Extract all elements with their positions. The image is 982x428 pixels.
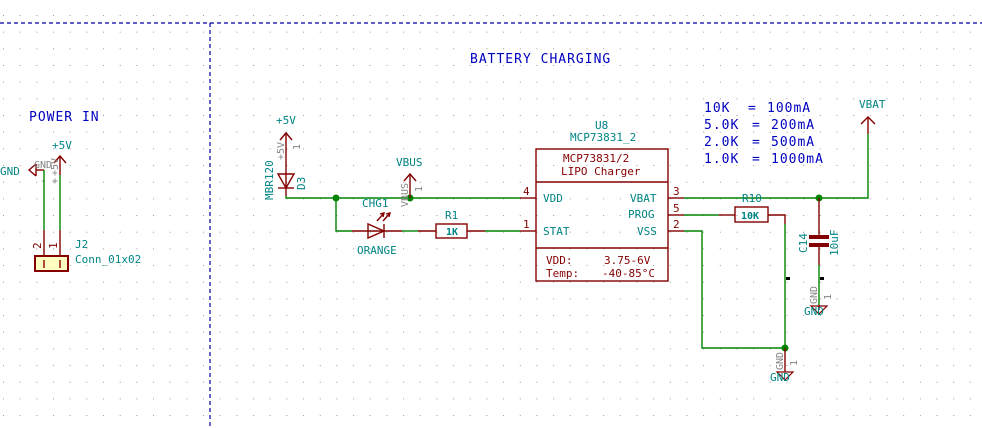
r10-resistor[interactable]: 10K R10	[719, 192, 786, 224]
charging-plus5v-pin: 1	[292, 144, 303, 150]
u8-pin-vss-num: 2	[673, 218, 680, 231]
chg1-ref: CHG1	[362, 197, 389, 210]
u8-title1: MCP73831/2	[563, 152, 629, 165]
plus5v-ref: +5V	[50, 158, 61, 176]
gnd-symbol-c14[interactable]: GND GND 1	[804, 286, 834, 318]
d3-value: MBR120	[263, 160, 276, 200]
r1-resistor[interactable]: 1K R1	[418, 209, 485, 239]
prog-row-res: 1.0K	[704, 152, 739, 167]
u8-ref: U8	[595, 119, 608, 132]
charging-plus5v-symbol[interactable]: +5V +5V 1	[276, 114, 303, 165]
gnd-ref: GND	[34, 160, 52, 171]
prog-row-res: 2.0K	[704, 135, 739, 150]
u8-spec-temp-label: Temp:	[546, 267, 579, 280]
gnd-pin-c14: 1	[823, 294, 834, 300]
minus-sign: -	[40, 176, 46, 187]
u8-pin-vdd-num: 4	[523, 185, 530, 198]
u8-title2: LIPO Charger	[561, 165, 641, 178]
prog-row-current: 1000mA	[771, 152, 824, 167]
gnd-label-vss: GND	[770, 371, 790, 384]
vbat-label: VBAT	[859, 98, 886, 111]
vbus-ref: VBUS	[400, 183, 411, 207]
vbus-power-symbol[interactable]: VBUS VBUS 1	[396, 156, 425, 207]
u8-value: MCP73831_2	[570, 131, 636, 144]
gnd-label: GND	[0, 165, 20, 178]
r10-ref: R10	[742, 192, 762, 205]
c14-value: 10uF	[828, 230, 841, 257]
plus-sign: +	[52, 176, 58, 187]
gnd-ref-vss: GND	[775, 352, 786, 370]
chg1-value: ORANGE	[357, 244, 397, 257]
u8-pin-vbat-name: VBAT	[630, 192, 657, 205]
wire-vss	[684, 230, 785, 349]
u8-pin-vdd-name: VDD	[543, 192, 563, 205]
charging-plus5v-ref: +5V	[276, 142, 287, 160]
r1-value: 1K	[446, 227, 458, 238]
j2-value: Conn_01x02	[75, 253, 141, 266]
charging-plus5v-label: +5V	[276, 114, 296, 127]
no-connect-marker-c14	[820, 277, 824, 280]
u8-pin-stat-name: STAT	[543, 225, 570, 238]
prog-row-res: 5.0K	[704, 118, 739, 133]
u8-charger-ic[interactable]: U8 MCP73831_2 MCP73831/2 LIPO Charger 4 …	[520, 119, 684, 282]
u8-pin-stat-num: 1	[523, 218, 530, 231]
no-connect-marker	[786, 277, 790, 280]
u8-pin-prog-num: 5	[673, 202, 680, 215]
vbat-power-symbol[interactable]: VBAT	[859, 98, 886, 134]
u8-pin-prog-name: PROG	[628, 208, 655, 221]
prog-row-eq: =	[752, 118, 761, 133]
prog-row-current: 500mA	[771, 135, 815, 150]
plus5v-label: +5V	[52, 139, 72, 152]
u8-spec-vdd-label: VDD:	[546, 254, 573, 267]
prog-current-table: 10K = 100mA 5.0K = 200mA 2.0K = 500mA 1.…	[704, 101, 824, 167]
prog-row-current: 100mA	[767, 101, 811, 116]
d3-diode[interactable]: MBR120 D3	[263, 160, 308, 200]
section-title-battery-charging: BATTERY CHARGING	[470, 52, 611, 67]
gnd-symbol-vss[interactable]: GND GND 1	[770, 348, 800, 384]
u8-spec-temp-value: -40-85°C	[602, 267, 655, 280]
j2-pin2: 2	[31, 242, 44, 249]
prog-row-current: 200mA	[771, 118, 815, 133]
wire-vdd	[285, 196, 520, 199]
prog-row-res: 10K	[704, 101, 730, 116]
j2-connector[interactable]: 2 1 J2 Conn_01x02	[31, 230, 141, 272]
gnd-label-c14: GND	[804, 305, 824, 318]
r10-value: 10K	[741, 211, 759, 222]
c14-capacitor[interactable]: C14 10uF	[797, 198, 841, 265]
u8-spec-vdd-value: 3.75-6V	[604, 254, 651, 267]
gnd-ref-c14: GND	[809, 286, 820, 304]
c14-ref: C14	[797, 233, 810, 253]
u8-pin-vbat-num: 3	[673, 185, 680, 198]
r1-ref: R1	[445, 209, 458, 222]
section-title-power-in: POWER IN	[29, 110, 100, 125]
gnd-pin-vss: 1	[789, 360, 800, 366]
j2-ref: J2	[75, 238, 88, 251]
plus5v-power-symbol[interactable]: +5V +5V	[50, 139, 72, 176]
chg1-led[interactable]: CHG1 ORANGE	[352, 197, 402, 257]
wire-vbat	[684, 134, 869, 199]
wire-led-anode	[335, 198, 352, 232]
prog-row-eq: =	[752, 135, 761, 150]
power-in-block: +5V +5V GND GND - + 2 1 J2 Conn_01x02	[0, 139, 141, 272]
u8-pin-vss-name: VSS	[637, 225, 657, 238]
prog-row-eq: =	[752, 152, 761, 167]
vbus-pin: 1	[414, 186, 425, 192]
gnd-power-symbol[interactable]: GND GND	[0, 160, 52, 178]
j2-pin1: 1	[47, 242, 60, 249]
d3-ref: D3	[295, 177, 308, 190]
vbus-label: VBUS	[396, 156, 423, 169]
prog-row-eq: =	[748, 101, 757, 116]
